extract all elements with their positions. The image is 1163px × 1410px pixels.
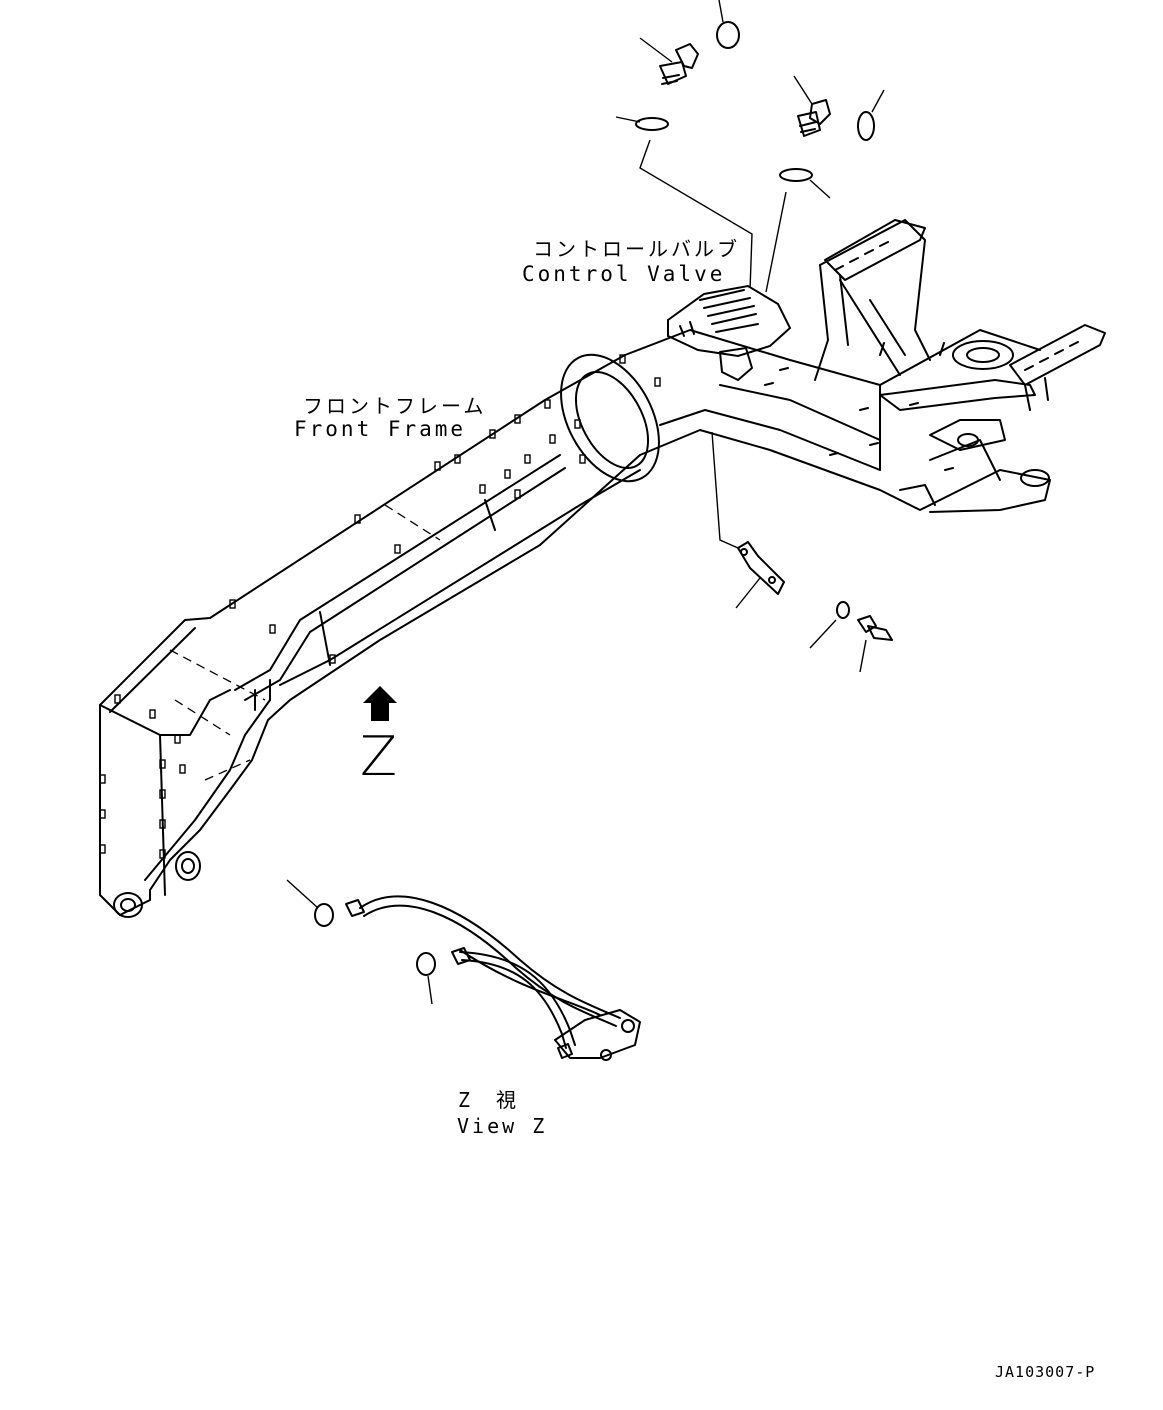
hose-assembly bbox=[345, 895, 641, 1061]
front-frame bbox=[99, 353, 660, 918]
o-ring-view-z-2 bbox=[416, 952, 436, 1005]
bolt-heads bbox=[99, 354, 661, 859]
bolt bbox=[857, 615, 893, 673]
control-valve-label-en: Control Valve bbox=[522, 262, 726, 286]
view-marker-letter: Z bbox=[360, 725, 397, 788]
o-ring-left bbox=[615, 116, 669, 131]
rear-frame bbox=[624, 219, 1106, 513]
view-title-jp: Z 視 bbox=[458, 1088, 520, 1112]
o-ring-view-z-1 bbox=[286, 879, 334, 927]
front-frame-label-jp: フロントフレーム bbox=[303, 394, 487, 418]
arrow-up-icon bbox=[363, 686, 397, 721]
elbow-fitting-right bbox=[793, 75, 831, 137]
front-frame-label-en: Front Frame bbox=[294, 417, 467, 441]
elbow-fitting-left bbox=[639, 37, 699, 85]
o-ring-top bbox=[716, 0, 740, 49]
view-title-en: View Z bbox=[457, 1114, 548, 1138]
washer bbox=[809, 601, 850, 649]
clamp bbox=[735, 541, 785, 609]
control-valve bbox=[667, 284, 792, 381]
control-valve-label-jp: コントロールバルブ bbox=[533, 237, 740, 261]
o-ring-right bbox=[857, 89, 885, 141]
o-ring-center bbox=[779, 168, 831, 199]
drawing-code: JA103007-P bbox=[995, 1363, 1096, 1381]
